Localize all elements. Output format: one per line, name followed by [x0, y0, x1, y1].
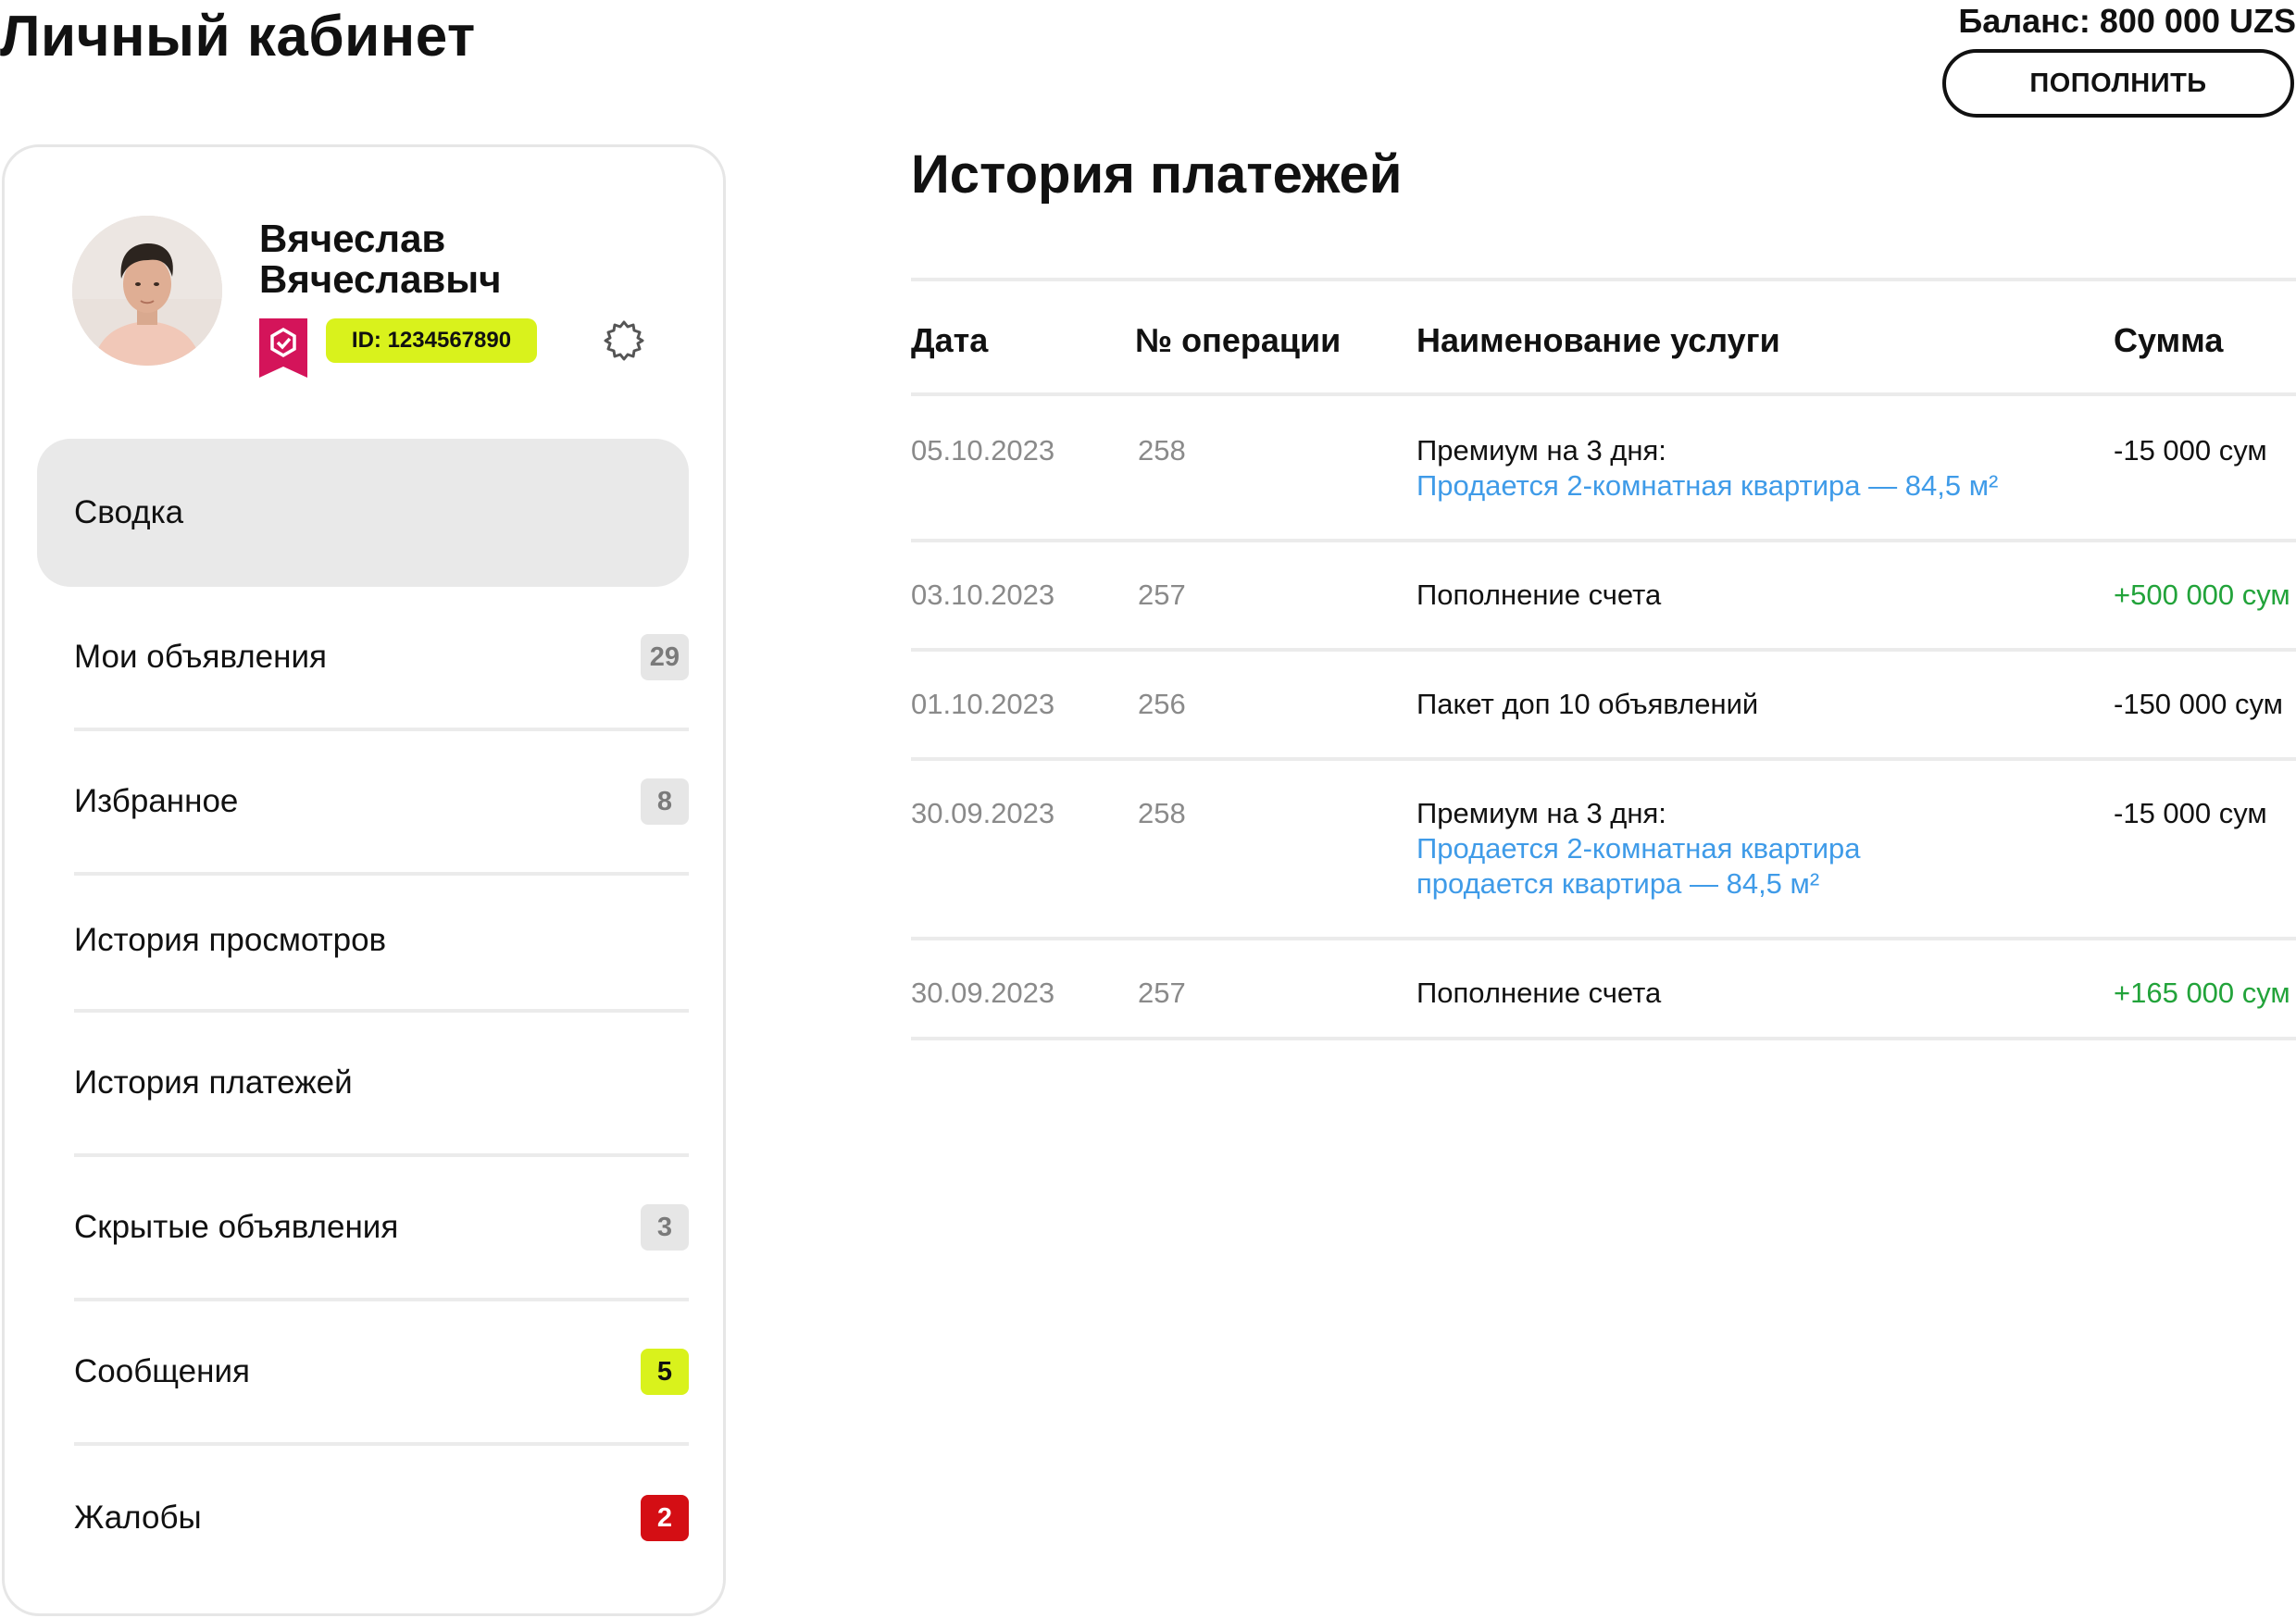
sidebar-item-label: Мои объявления [74, 639, 327, 675]
cell-operation: 257 [1138, 977, 1186, 1009]
cell-date: 05.10.2023 [911, 434, 1055, 467]
cell-operation: 257 [1138, 579, 1186, 611]
topup-button[interactable]: ПОПОЛНИТЬ [1942, 49, 2294, 118]
table-divider [911, 278, 2296, 281]
count-badge: 8 [641, 778, 689, 825]
column-header-date: Дата [911, 321, 989, 359]
user-id-badge: ID: 1234567890 [326, 318, 537, 363]
listing-link[interactable]: продается квартира — 84,5 м² [1416, 867, 1820, 900]
sidebar-item-favorites[interactable]: Избранное 8 [74, 731, 689, 876]
cell-operation: 258 [1138, 434, 1186, 467]
cell-date: 30.09.2023 [911, 797, 1055, 829]
balance-label: Баланс: 800 000 UZS [1958, 2, 2296, 40]
sidebar-item-payment-history[interactable]: История платежей [74, 1013, 689, 1157]
sidebar-item-complaints[interactable]: Жалобы 2 [74, 1446, 689, 1590]
cell-amount: -150 000 сум [2114, 688, 2283, 720]
cell-service: Пакет доп 10 объявлений [1416, 688, 1759, 720]
cell-date: 03.10.2023 [911, 579, 1055, 611]
sidebar-item-messages[interactable]: Сообщения 5 [74, 1301, 689, 1446]
cell-service: Премиум на 3 дня: Продается 2-комнатная … [1416, 433, 1998, 504]
sidebar-item-view-history[interactable]: История просмотров [74, 872, 689, 1013]
table-divider [911, 392, 2296, 396]
sidebar-active-highlight [37, 439, 689, 587]
cell-date: 01.10.2023 [911, 688, 1055, 720]
cell-date: 30.09.2023 [911, 977, 1055, 1009]
sidebar-item-my-ads[interactable]: Мои объявления 29 [74, 587, 689, 731]
listing-link[interactable]: Продается 2-комнатная квартира [1416, 832, 1861, 865]
column-header-amount: Сумма [2114, 321, 2224, 359]
section-title: История платежей [911, 144, 1403, 205]
cell-service: Пополнение счета [1416, 579, 1662, 611]
cell-operation: 256 [1138, 688, 1186, 720]
sidebar-item-label: Сообщения [74, 1353, 250, 1389]
cell-amount: +500 000 сум [2114, 579, 2290, 611]
count-badge: 5 [641, 1349, 689, 1395]
count-badge: 3 [641, 1204, 689, 1251]
cell-operation: 258 [1138, 797, 1186, 829]
sidebar-item-label: Скрытые объявления [74, 1209, 399, 1245]
user-last-name: Вячеславыч [259, 257, 502, 301]
count-badge: 2 [641, 1495, 689, 1541]
service-name: Премиум на 3 дня: [1416, 797, 1666, 829]
user-name: Вячеслав Вячеславыч [259, 218, 502, 300]
table-divider [911, 1037, 2296, 1040]
page-title: Личный кабинет [0, 5, 476, 68]
listing-link[interactable]: Продается 2-комнатная квартира — 84,5 м² [1416, 469, 1999, 502]
cell-amount: -15 000 сум [2114, 797, 2267, 829]
sidebar-item-summary[interactable]: Сводка [74, 441, 689, 585]
sidebar-item-label: Жалобы [74, 1500, 202, 1536]
gear-icon[interactable] [602, 318, 646, 363]
avatar[interactable] [72, 216, 222, 366]
cell-amount: -15 000 сум [2114, 434, 2267, 467]
sidebar-item-label: История просмотров [74, 922, 387, 958]
verified-shield-icon [259, 318, 307, 378]
table-divider [911, 757, 2296, 761]
cell-service: Пополнение счета [1416, 977, 1662, 1009]
cell-amount: +165 000 сум [2114, 977, 2290, 1009]
count-badge: 29 [640, 634, 689, 680]
user-first-name: Вячеслав [259, 217, 446, 260]
table-divider [911, 539, 2296, 542]
column-header-service: Наименование услуги [1416, 321, 1780, 359]
avatar-image [72, 216, 222, 366]
table-divider [911, 648, 2296, 652]
column-header-operation: № операции [1135, 321, 1341, 359]
sidebar-item-label: История платежей [74, 1064, 353, 1101]
table-divider [911, 937, 2296, 940]
sidebar-item-hidden-ads[interactable]: Скрытые объявления 3 [74, 1157, 689, 1301]
sidebar-item-label: Избранное [74, 783, 239, 819]
sidebar [2, 144, 726, 1616]
cell-service: Премиум на 3 дня: Продается 2-комнатная … [1416, 796, 1861, 902]
sidebar-item-label: Сводка [74, 494, 184, 530]
service-name: Премиум на 3 дня: [1416, 434, 1666, 467]
